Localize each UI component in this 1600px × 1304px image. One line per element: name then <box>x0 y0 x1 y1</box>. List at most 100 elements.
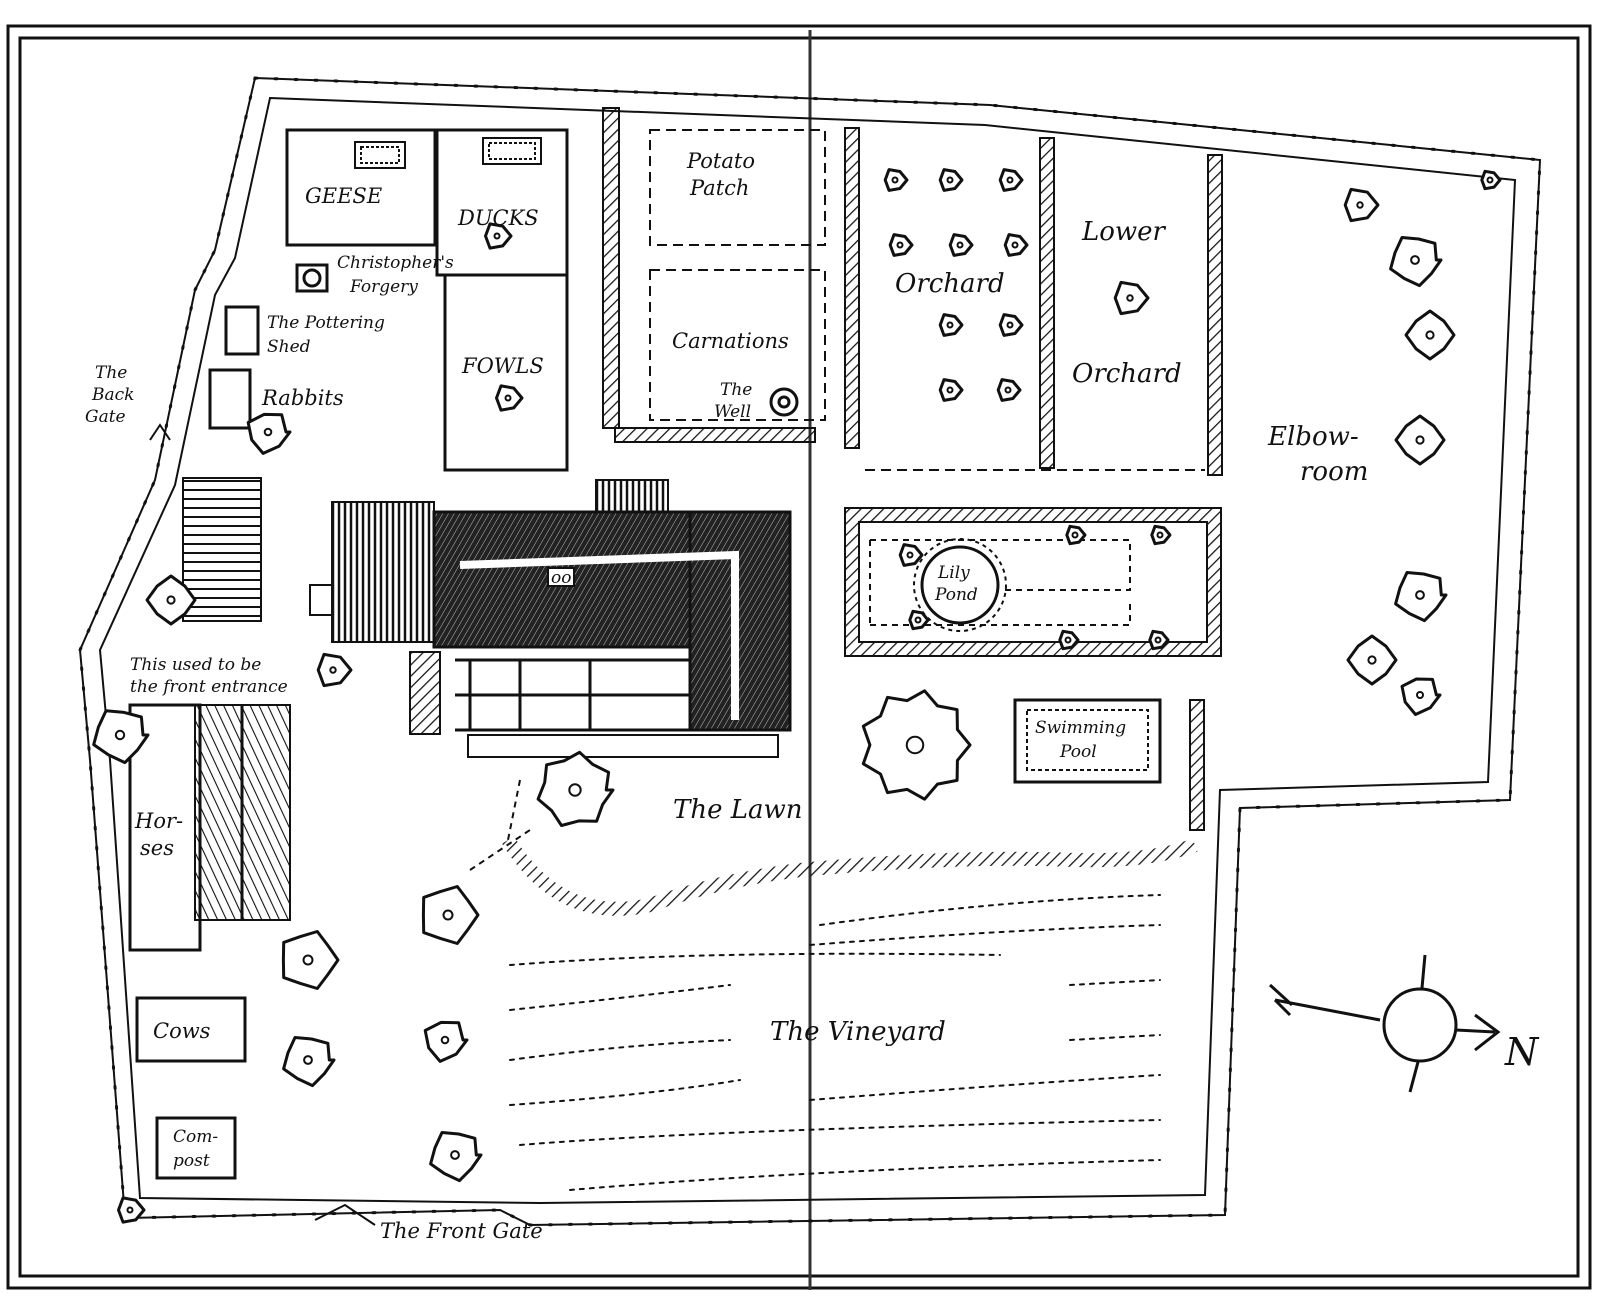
lawn: The Lawn <box>469 779 1198 916</box>
tree-outline <box>1404 309 1456 361</box>
tree-icon <box>1346 634 1398 686</box>
tree-icon <box>92 709 150 765</box>
tree-outline <box>92 709 150 765</box>
tree-trunk <box>126 1206 134 1214</box>
tree-outline <box>117 1196 146 1224</box>
map-frame <box>6 24 1592 1290</box>
back-gate: The Back Gate <box>85 363 171 441</box>
tree-outline <box>998 168 1024 192</box>
tree-outline <box>1346 634 1398 686</box>
tree-outline <box>484 222 513 250</box>
tree-trunk <box>1410 255 1420 265</box>
tree-icon <box>1394 571 1448 623</box>
tree-trunk <box>905 735 925 755</box>
tree-icon <box>1065 524 1087 546</box>
hedge-strips <box>602 107 1223 831</box>
lily-label-1: Lily <box>937 563 970 583</box>
tree-outline <box>1003 233 1029 257</box>
tree-trunk <box>1006 321 1014 329</box>
horses-label-2: ses <box>140 836 174 860</box>
tree-icon <box>898 543 924 567</box>
tree-trunk <box>493 232 501 240</box>
tree-icon <box>883 168 909 192</box>
tree-trunk <box>1071 531 1079 539</box>
tree-trunk <box>1416 691 1424 699</box>
tree-outline <box>1058 629 1080 651</box>
tree-outline <box>938 378 964 402</box>
tree-icon <box>1389 236 1443 288</box>
swimming-pool: Swimming Pool <box>1013 698 1162 784</box>
house: oo <box>182 477 792 758</box>
tree-icon <box>536 750 615 827</box>
tree-outline <box>948 233 974 257</box>
tree-trunk <box>914 616 922 624</box>
tree-trunk <box>1415 590 1425 600</box>
back-gate-label-1: The <box>95 363 127 383</box>
tree-icon <box>495 384 524 412</box>
horses-stable: Hor- ses <box>128 703 291 952</box>
tree-trunk <box>1425 330 1435 340</box>
tree-outline <box>423 1020 469 1063</box>
compost-label-2: post <box>173 1151 210 1171</box>
tree-icon <box>1148 629 1170 651</box>
tree-outline <box>938 313 964 337</box>
tree-trunk <box>1486 176 1494 184</box>
front-entrance-label-2: the front entrance <box>130 677 288 697</box>
vineyard-label: The Vineyard <box>770 1017 946 1047</box>
tree-outline <box>938 168 964 192</box>
geese-pen: GEESE <box>285 128 437 247</box>
tree-icon <box>861 689 972 801</box>
potato-patch: Potato Patch <box>649 129 826 246</box>
tree-icon <box>948 233 974 257</box>
tree-outline <box>145 574 197 626</box>
back-gate-label-2: Back <box>91 385 134 405</box>
perimeter-hedge <box>78 76 1542 1227</box>
geese-label: GEESE <box>305 184 382 208</box>
lower-orchard-label-1: Lower <box>1081 217 1167 247</box>
tree-trunk <box>504 394 512 402</box>
tree-icon <box>421 885 480 945</box>
tree-trunk <box>1004 386 1012 394</box>
tree-icon <box>423 1020 469 1063</box>
tree-outline <box>898 543 924 567</box>
tree-icon <box>996 378 1022 402</box>
potato-label-2: Patch <box>689 176 749 200</box>
vineyard: The Vineyard <box>509 894 1161 1191</box>
tree-icon <box>888 233 914 257</box>
tree-icon <box>429 1131 483 1183</box>
pottering-shed: The Pottering Shed <box>224 305 385 357</box>
tree-outline <box>1389 236 1443 288</box>
orchard-label: Orchard <box>895 269 1005 299</box>
tree-icon <box>117 1196 146 1224</box>
rabbits-hutch: Rabbits <box>208 368 344 430</box>
carnations-label: Carnations <box>672 329 789 353</box>
front-gate-label: The Front Gate <box>380 1219 543 1243</box>
tree-outline <box>1150 524 1172 546</box>
tree-icon <box>1113 280 1150 316</box>
forgery-label-1: Christopher's <box>337 253 454 273</box>
tree-trunk <box>1356 201 1364 209</box>
tree-outline <box>536 750 615 827</box>
potato-label-1: Potato <box>686 149 755 173</box>
tree-trunk <box>303 1055 313 1065</box>
tree-outline <box>998 313 1024 337</box>
tree-icon <box>1003 233 1029 257</box>
cows-shed: Cows <box>135 996 247 1063</box>
back-gate-label-3: Gate <box>85 407 126 427</box>
tree-outline <box>282 1036 336 1088</box>
tree-trunk <box>329 666 337 674</box>
tree-trunk <box>1156 531 1164 539</box>
pottering-label-2: Shed <box>267 337 311 357</box>
tree-icon <box>281 930 340 990</box>
tree-icon <box>282 1036 336 1088</box>
tree-trunk <box>1367 655 1377 665</box>
tree-outline <box>246 412 292 455</box>
tree-trunk <box>450 1150 460 1160</box>
front-entrance-label-1: This used to be <box>130 655 261 675</box>
tree-icon <box>484 222 513 250</box>
north-label: N <box>1504 1030 1540 1074</box>
swimming-label-1: Swimming <box>1035 718 1126 738</box>
cows-label: Cows <box>153 1019 211 1043</box>
tree-trunk <box>1154 636 1162 644</box>
tree-outline <box>883 168 909 192</box>
